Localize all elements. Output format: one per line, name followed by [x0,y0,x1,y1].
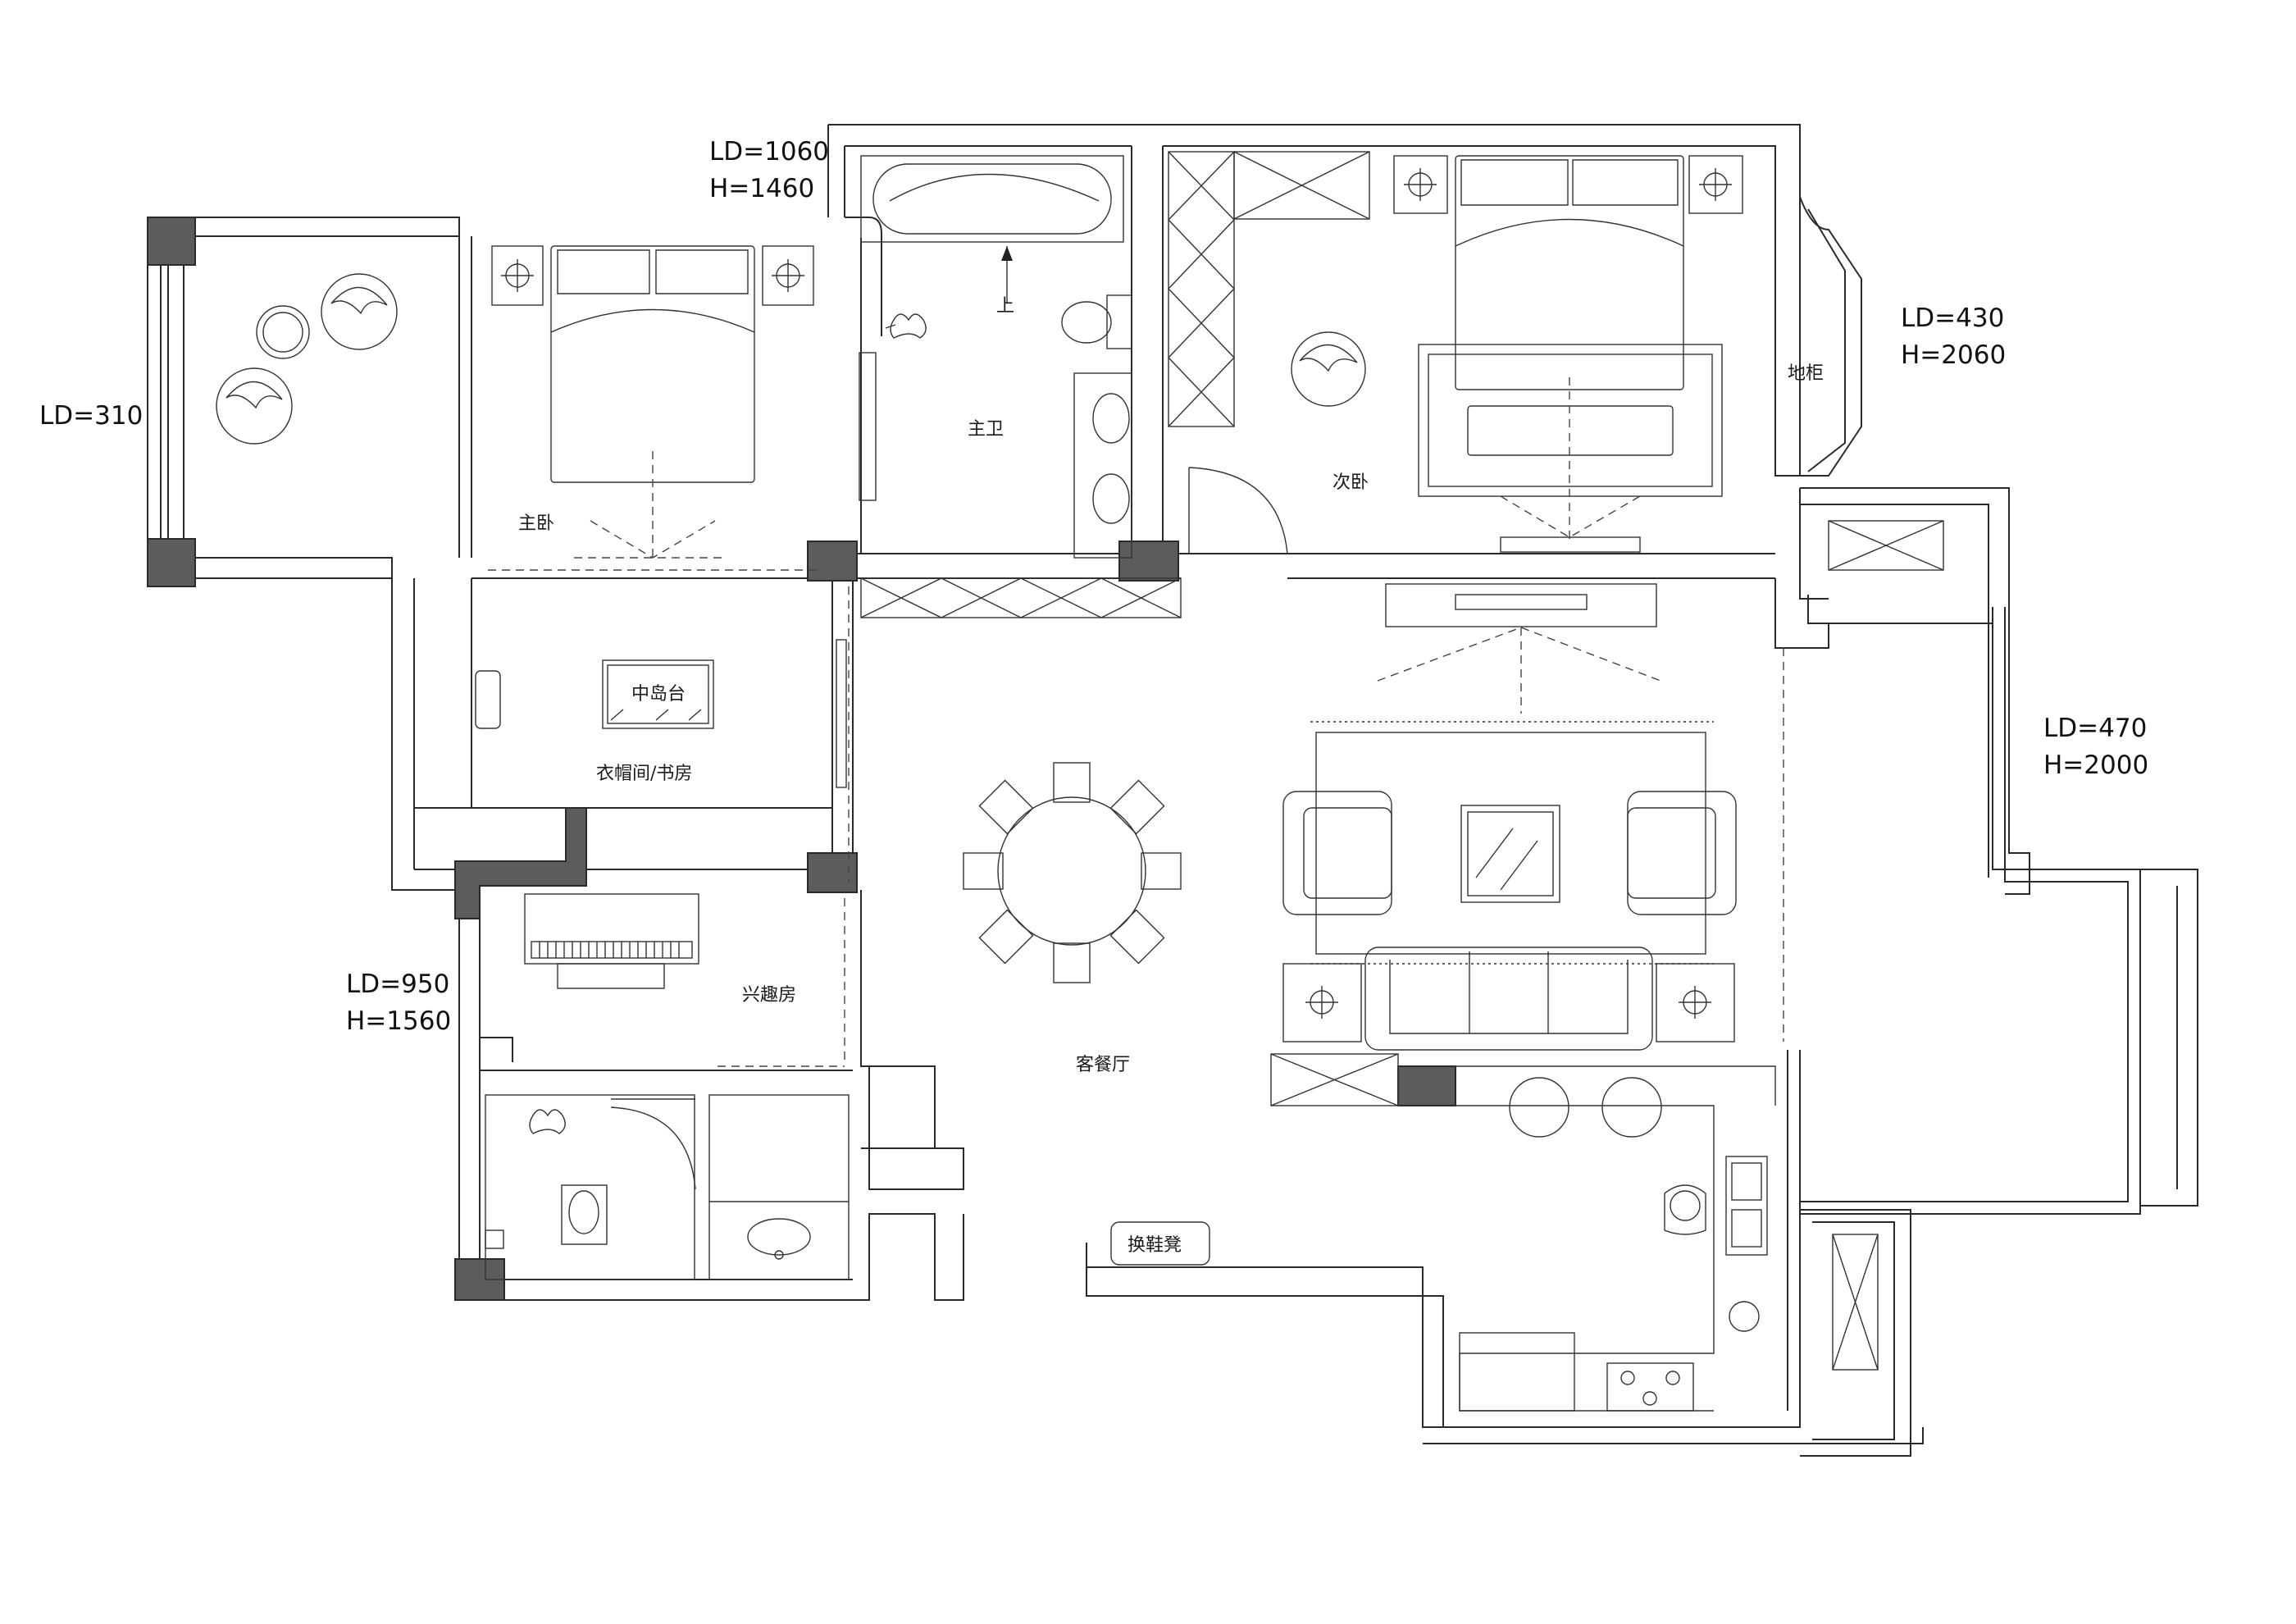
kitchen-sink-icon [1725,1156,1768,1256]
master-bedroom: 主卧 [488,245,877,571]
person-icon [1664,1184,1706,1235]
hobby-room: 兴趣房 [485,893,850,1280]
bay-window-ld: LD=430 [1901,303,2004,333]
bay-window-h: H=2060 [1901,340,2006,370]
sofa-icon [1364,947,1653,1051]
armchair-icon [1291,331,1366,407]
structural-columns [454,541,1456,1301]
floor-cabinet-label: 地柜 [1788,363,1824,384]
small-bath [485,1094,850,1280]
gas-stove-icon [1606,1362,1694,1412]
room-label-master-bedroom: 主卧 [518,513,554,534]
squat-toilet-icon [561,1184,608,1245]
second-bedroom: 次卧 地柜 [1168,151,1824,554]
nightstand-icon [1393,155,1448,214]
armchair-icon [1627,791,1737,915]
hobby-window-h: H=1560 [346,1006,451,1036]
dining-table-icon [963,762,1182,983]
armchair-icon [216,367,293,445]
double-sink-icon [1073,372,1132,559]
side-table-icon [1656,963,1735,1042]
living-rug-icon [1310,721,1714,965]
room-label-living-dining: 客餐厅 [1076,1055,1130,1075]
coffee-table-icon [1460,805,1560,903]
kitchen: 换鞋凳 [1110,520,1944,1412]
master-bath: 上 主卫 [860,155,1132,559]
balcony-right-h: H=2000 [2043,750,2148,780]
nightstand-icon [491,245,544,306]
stair-up-label: 上 [996,296,1014,317]
washbasin-icon [747,1218,811,1260]
living-dining: 客餐厅 [963,583,1784,1075]
room-label-cloakroom-study: 衣帽间/书房 [596,764,692,784]
double-bed-icon [550,245,755,558]
wardrobe-icon [1168,151,1370,427]
round-stool-icon [256,305,310,359]
hobby-window-ld: LD=950 [346,969,449,999]
island-counter [602,659,714,729]
shower-icon [885,313,927,339]
bar-stool-icon [1601,1077,1662,1138]
balcony-right-ld: LD=470 [2043,714,2147,743]
rug-icon [1418,344,1723,497]
island-label: 中岛台 [631,684,686,705]
bar-stool-icon [1509,1077,1569,1138]
side-table-icon [1282,963,1362,1042]
shower-icon [529,1109,566,1134]
window-dimensions: LD=310 LD=1060 H=1460 LD=430 H=2060 LD=4… [39,137,2148,1036]
shoe-bench-label: 换鞋凳 [1128,1235,1182,1256]
room-label-second-bedroom: 次卧 [1332,472,1369,493]
balcony-left-ld: LD=310 [39,401,143,431]
room-label-hobby-room: 兴趣房 [742,985,796,1006]
toilet-icon [1061,294,1132,349]
shoe-bench[interactable]: 换鞋凳 [1110,1221,1210,1266]
double-bed-icon [1455,155,1684,390]
armchair-icon [1282,791,1392,915]
left-balcony [147,217,460,587]
armchair-icon [321,273,398,350]
piano-icon [524,893,699,989]
cloakroom-study: 中岛台 衣帽间/书房 [475,577,1182,882]
room-label-master-bath: 主卫 [968,419,1004,440]
master-window-ld: LD=1060 [709,137,829,167]
up-arrow-icon [1001,246,1013,303]
bathtub-icon [860,155,1124,243]
nightstand-icon [1688,155,1743,214]
master-window-h: H=1460 [709,174,814,203]
nightstand-icon [762,245,814,306]
